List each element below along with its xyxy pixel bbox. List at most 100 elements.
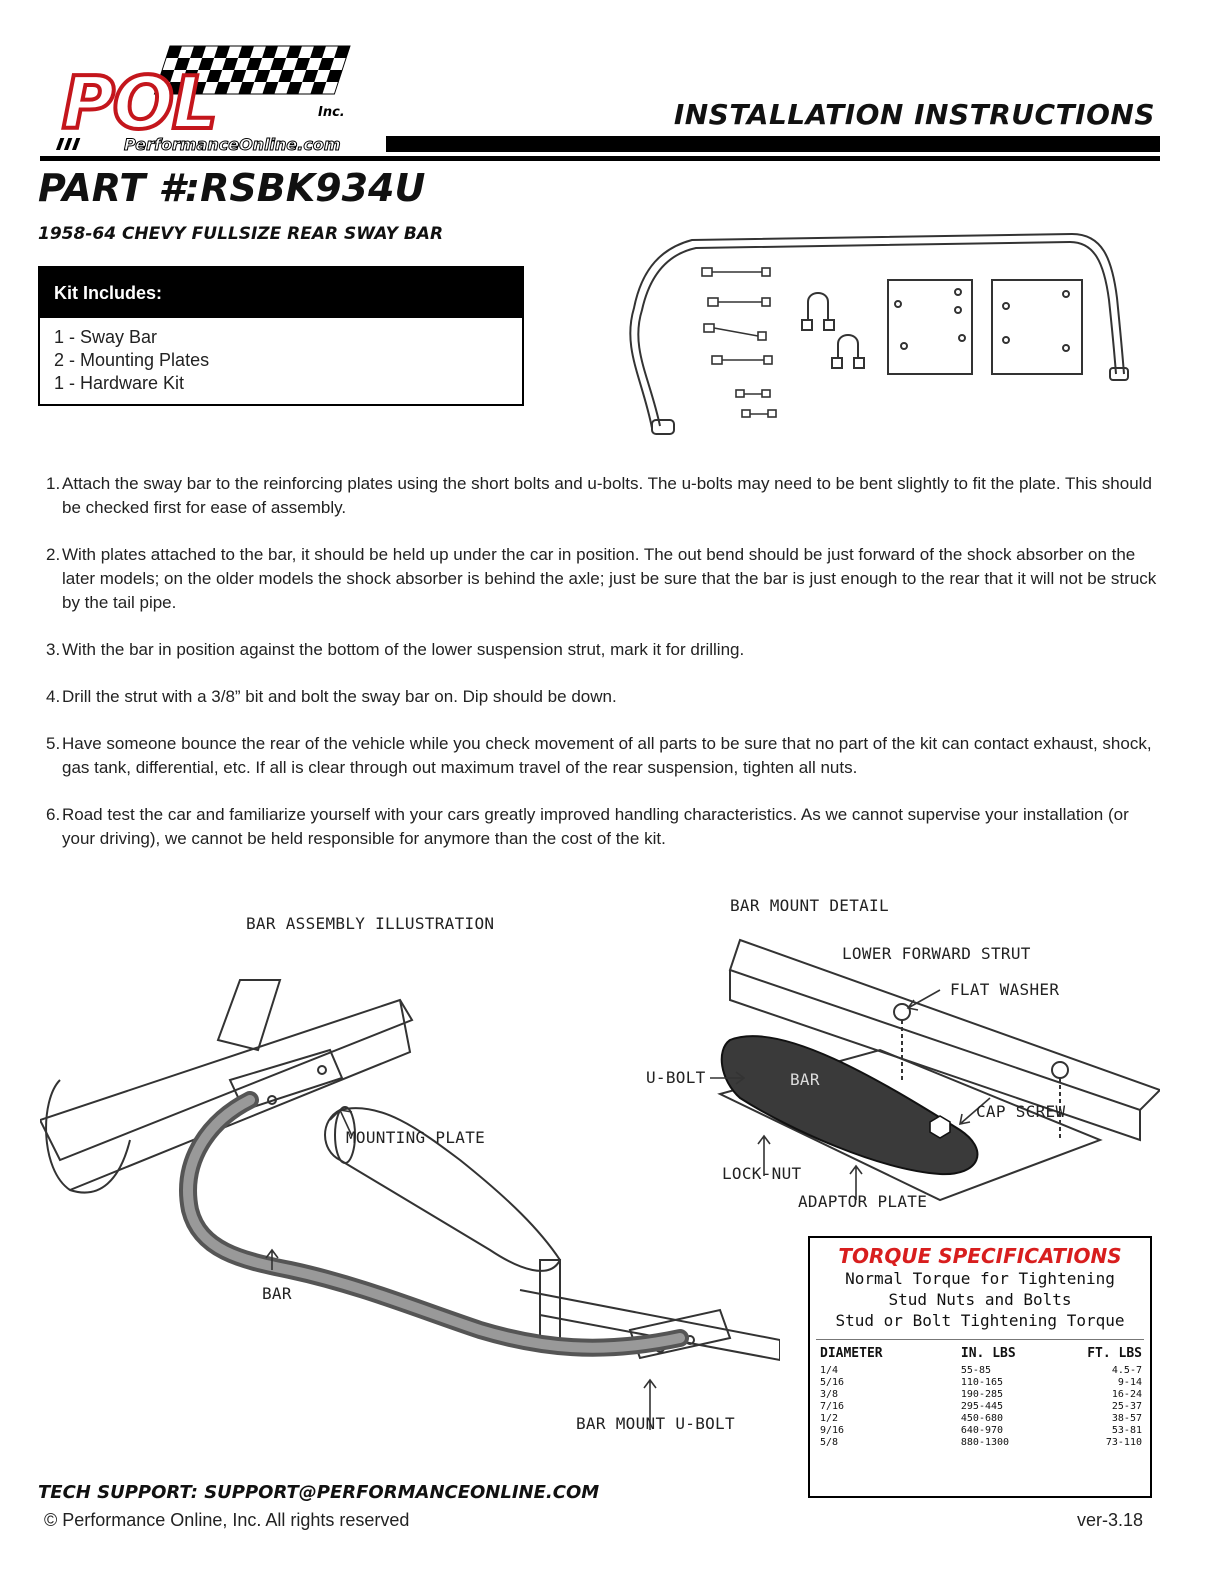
page-title: INSTALLATION INSTRUCTIONS	[673, 98, 1155, 131]
speed-lines-icon	[55, 138, 81, 150]
table-row: 3/8 190-285 16-24	[810, 1389, 1150, 1401]
table-cell: 5/8	[820, 1437, 839, 1448]
table-row: 1/2 450-680 38-57	[810, 1413, 1150, 1425]
u-bolts-icon	[801, 292, 865, 369]
table-cell: 1/2	[820, 1413, 839, 1424]
kit-items-list: 1 - Sway Bar 2 - Mounting Plates 1 - Har…	[40, 318, 522, 395]
bolts-icon	[701, 267, 777, 418]
bar-mount-ubolt-label: BAR MOUNT U-BOLT	[576, 1414, 735, 1433]
logo-main: POL	[62, 61, 216, 145]
logo-site: PerformanceOnline.com	[124, 135, 341, 154]
table-cell: 38-57	[1111, 1413, 1142, 1424]
step-number: 4.	[46, 687, 61, 706]
kit-item: 1 - Sway Bar	[54, 327, 158, 347]
lock-nut-label: LOCK-NUT	[722, 1164, 802, 1183]
step-item: 1.Attach the sway bar to the reinforcing…	[46, 472, 1166, 520]
torque-subtitle: Stud Nuts and Bolts	[888, 1290, 1072, 1309]
table-cell: 16-24	[1111, 1389, 1142, 1400]
step-text: Have someone bounce the rear of the vehi…	[62, 734, 1152, 777]
torque-specifications-box: TORQUE SPECIFICATIONS Normal Torque for …	[808, 1236, 1152, 1498]
table-cell: 880-1300	[960, 1437, 1010, 1448]
lower-forward-strut-label: LOWER FORWARD STRUT	[842, 944, 1031, 963]
step-item: 3.With the bar in position against the b…	[46, 638, 1166, 662]
copyright-notice: © Performance Online, Inc. All rights re…	[44, 1510, 410, 1530]
kit-parts-illustration	[629, 232, 1129, 435]
table-cell: 25-37	[1111, 1401, 1142, 1412]
table-row: 5/8 880-1300 73-110	[810, 1437, 1150, 1449]
part-subtitle: 1958-64 CHEVY FULLSIZE REAR SWAY BAR	[38, 224, 444, 244]
table-cell: 190-285	[960, 1389, 1004, 1400]
cap-screw-icon	[929, 1115, 951, 1139]
table-cell: 9-14	[1117, 1377, 1142, 1388]
step-number: 1.	[46, 474, 61, 493]
table-cell: 450-680	[960, 1413, 1004, 1424]
version-label: ver-3.18	[1076, 1510, 1143, 1530]
kit-includes-box: Kit Includes: 1 - Sway Bar 2 - Mounting …	[38, 266, 524, 406]
table-row: 5/16 110-165 9-14	[810, 1377, 1150, 1389]
step-number: 2.	[46, 545, 61, 564]
column-header: DIAMETER	[820, 1346, 883, 1361]
table-row: 7/16 295-445 25-37	[810, 1401, 1150, 1413]
tech-support-contact: TECH SUPPORT: SUPPORT@PERFORMANCEONLINE.…	[38, 1482, 600, 1503]
step-number: 6.	[46, 805, 61, 824]
installation-steps: 1.Attach the sway bar to the reinforcing…	[46, 472, 1166, 874]
step-text: With plates attached to the bar, it shou…	[62, 545, 1157, 612]
step-item: 5.Have someone bounce the rear of the ve…	[46, 732, 1166, 780]
arrow-icon	[265, 1108, 657, 1430]
checkered-flag-icon	[153, 45, 351, 95]
step-item: 6.Road test the car and familiarize your…	[46, 803, 1166, 851]
flat-washer-label: FLAT WASHER	[950, 980, 1060, 999]
part-number: PART #:RSBK934U	[38, 166, 426, 210]
step-item: 2.With plates attached to the bar, it sh…	[46, 543, 1166, 615]
table-cell: 5/16	[820, 1377, 845, 1388]
adaptor-plate-label: ADAPTOR PLATE	[798, 1192, 928, 1211]
bar-mount-detail-title: BAR MOUNT DETAIL	[730, 896, 889, 915]
table-row: 9/16 640-970 53-81	[810, 1425, 1150, 1437]
bar-label: BAR	[262, 1284, 292, 1303]
torque-divider	[816, 1339, 1144, 1340]
table-cell: 295-445	[960, 1401, 1004, 1412]
header-rule	[386, 136, 1160, 152]
table-cell: 53-81	[1111, 1425, 1142, 1436]
header-underline	[40, 156, 1160, 161]
table-cell: 9/16	[820, 1425, 845, 1436]
table-header-row: DIAMETER IN. LBS FT. LBS	[810, 1346, 1150, 1365]
mounting-plates-icon	[887, 279, 1083, 375]
bar-assembly-title: BAR ASSEMBLY ILLUSTRATION	[246, 914, 495, 933]
step-number: 5.	[46, 734, 61, 753]
cap-screw-label: CAP SCREW	[976, 1102, 1066, 1121]
step-item: 4.Drill the strut with a 3/8” bit and bo…	[46, 685, 1166, 709]
kit-includes-heading: Kit Includes:	[40, 268, 522, 318]
table-cell: 1/4	[820, 1365, 839, 1376]
step-text: Attach the sway bar to the reinforcing p…	[62, 474, 1152, 517]
kit-item: 1 - Hardware Kit	[54, 373, 185, 393]
step-text: Drill the strut with a 3/8” bit and bolt…	[62, 687, 617, 706]
step-text: With the bar in position against the bot…	[62, 640, 745, 659]
table-cell: 640-970	[960, 1425, 1004, 1436]
kit-item: 2 - Mounting Plates	[54, 350, 210, 370]
bar-detail-label: BAR	[790, 1070, 820, 1089]
table-cell: 55-85	[960, 1365, 991, 1376]
u-bolt-label: U-BOLT	[646, 1068, 706, 1087]
bar-assembly-illustration	[40, 979, 780, 1430]
sway-bar-icon	[629, 232, 1125, 429]
column-header: FT. LBS	[1087, 1346, 1142, 1361]
arrow-icon	[710, 989, 991, 1200]
torque-subtitle: Normal Torque for Tightening	[845, 1269, 1115, 1288]
table-cell: 3/8	[820, 1389, 839, 1400]
performance-online-logo: POL Inc. PerformanceOnline.com	[55, 45, 351, 155]
bar-mount-detail-illustration	[710, 938, 1160, 1202]
mounting-plate-label: MOUNTING PLATE	[346, 1128, 486, 1147]
step-text: Road test the car and familiarize yourse…	[62, 805, 1129, 848]
column-header: IN. LBS	[960, 1346, 1016, 1361]
table-cell: 73-110	[1105, 1437, 1142, 1448]
step-number: 3.	[46, 640, 61, 659]
table-cell: 110-165	[960, 1377, 1004, 1388]
torque-title: TORQUE SPECIFICATIONS	[838, 1244, 1122, 1268]
logo-inc: Inc.	[318, 105, 345, 120]
bar-shape	[720, 1035, 979, 1176]
table-cell: 7/16	[820, 1401, 845, 1412]
torque-subtitle: Stud or Bolt Tightening Torque	[835, 1311, 1125, 1330]
